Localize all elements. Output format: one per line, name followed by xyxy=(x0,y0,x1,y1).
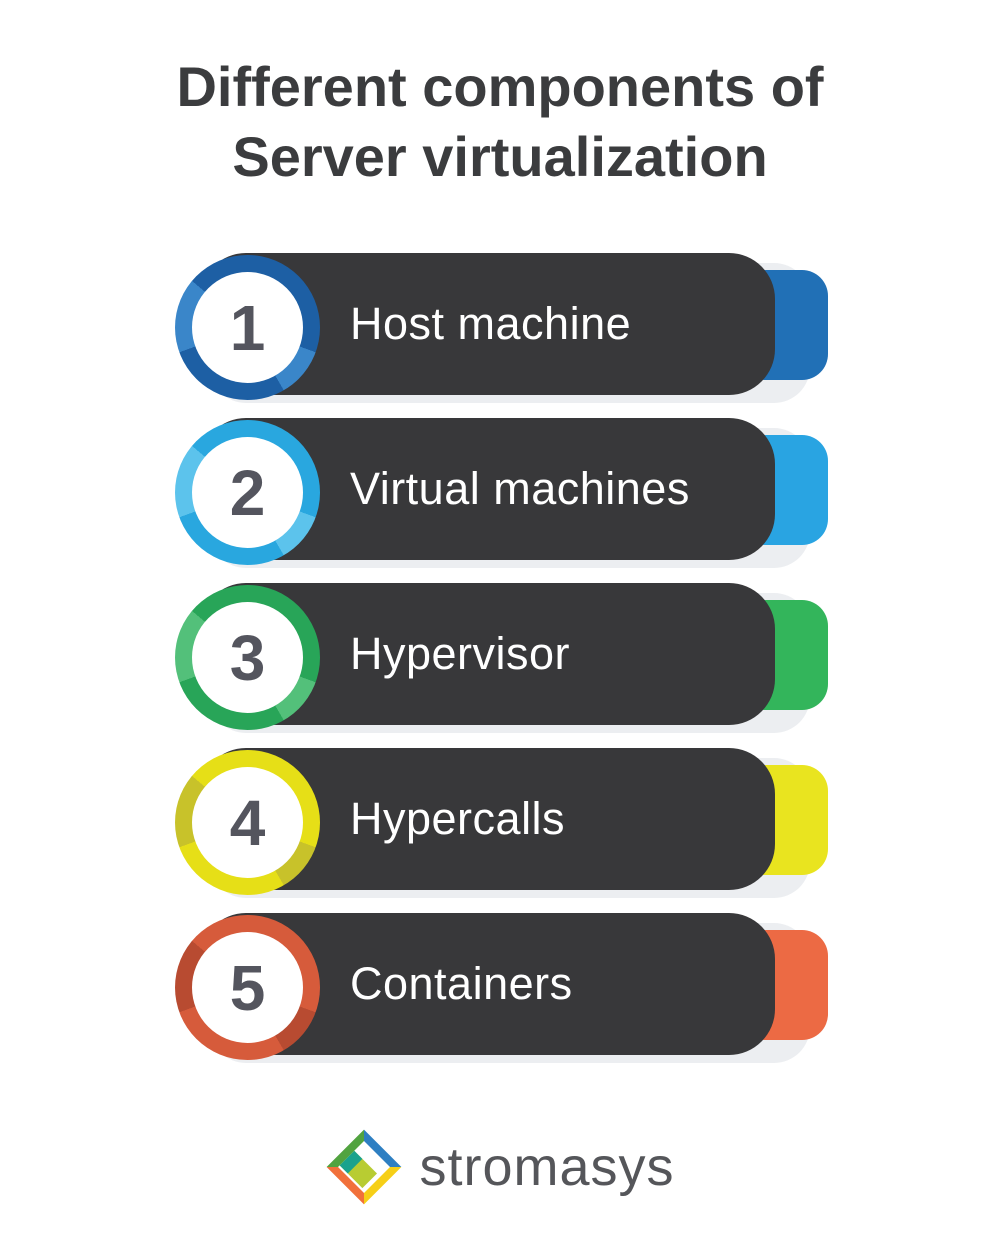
number-badge-inner: 5 xyxy=(192,932,303,1043)
component-row: Host machine 1 xyxy=(170,253,830,405)
component-number: 5 xyxy=(229,951,266,1024)
title-line-2: Server virtualization xyxy=(232,125,768,188)
number-badge: 3 xyxy=(175,585,320,730)
number-badge-inner: 2 xyxy=(192,437,303,548)
number-badge: 2 xyxy=(175,420,320,565)
component-number: 3 xyxy=(229,621,266,694)
component-number: 2 xyxy=(229,456,266,529)
number-badge-inner: 1 xyxy=(192,272,303,383)
stromasys-logo-icon xyxy=(327,1129,402,1205)
component-row: Hypercalls 4 xyxy=(170,748,830,900)
component-label: Virtual machines xyxy=(350,463,690,514)
component-label: Hypercalls xyxy=(350,793,566,844)
page-title: Different components of Server virtualiz… xyxy=(0,52,1000,192)
brand-wordmark: stromasys xyxy=(419,1137,675,1197)
brand-footer: stromasys xyxy=(0,1122,1000,1212)
number-badge-inner: 3 xyxy=(192,602,303,713)
component-row: Virtual machines 2 xyxy=(170,418,830,570)
component-row: Containers 5 xyxy=(170,913,830,1065)
component-label: Containers xyxy=(350,958,573,1009)
component-label: Host machine xyxy=(350,298,632,349)
number-badge: 4 xyxy=(175,750,320,895)
component-label: Hypervisor xyxy=(350,628,571,679)
number-badge: 1 xyxy=(175,255,320,400)
component-number: 1 xyxy=(229,291,266,364)
title-line-1: Different components of xyxy=(176,55,824,118)
number-badge: 5 xyxy=(175,915,320,1060)
component-row: Hypervisor 3 xyxy=(170,583,830,735)
component-number: 4 xyxy=(229,786,266,859)
number-badge-inner: 4 xyxy=(192,767,303,878)
